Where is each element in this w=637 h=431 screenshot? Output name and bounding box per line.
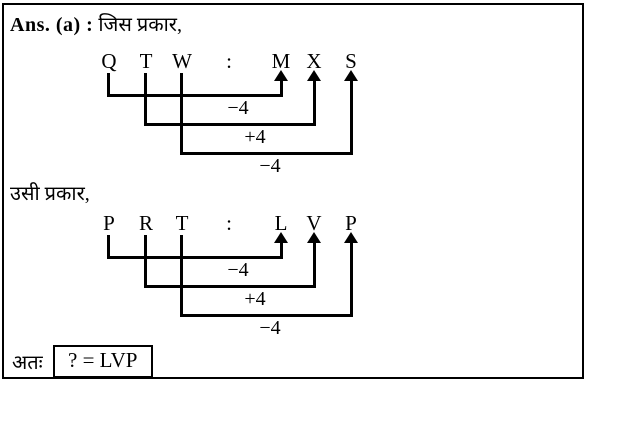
answer-header: Ans. (a) : जिस प्रकार, bbox=[10, 10, 182, 37]
connector-line bbox=[107, 235, 110, 259]
diagram-example-pair: Q T W : M X S −4 +4 −4 bbox=[4, 50, 579, 182]
right-letter-2: V bbox=[306, 211, 322, 235]
connector-line bbox=[107, 256, 283, 259]
up-arrow-icon bbox=[274, 70, 288, 81]
connector-line bbox=[107, 73, 110, 97]
therefore-label-hindi: अतः bbox=[12, 352, 43, 374]
right-letter-3: S bbox=[345, 49, 357, 73]
left-letter-2: R bbox=[138, 211, 153, 235]
diagram-question-pair: P R T : L V P −4 +4 −4 bbox=[4, 212, 579, 344]
right-letter-1: L bbox=[274, 211, 288, 235]
connector-line bbox=[180, 73, 183, 155]
left-letter-3: T bbox=[175, 211, 189, 235]
right-letter-1: M bbox=[271, 49, 291, 73]
conclusion-row: अतः ? = LVP bbox=[12, 345, 153, 378]
operation-label-3: −4 bbox=[259, 317, 281, 339]
colon-separator: : bbox=[226, 211, 232, 235]
operation-label-2: +4 bbox=[244, 288, 266, 310]
operation-label-3: −4 bbox=[259, 155, 281, 177]
up-arrow-icon bbox=[344, 232, 358, 243]
operation-label-1: −4 bbox=[227, 259, 249, 281]
arrow-shaft bbox=[350, 79, 353, 155]
colon-separator: : bbox=[226, 49, 232, 73]
connector-line bbox=[144, 235, 147, 288]
answer-result-box: ? = LVP bbox=[52, 345, 153, 378]
similarly-text-hindi: उसी प्रकार, bbox=[10, 183, 90, 205]
connector-line bbox=[180, 152, 353, 155]
answer-option-label: Ans. (a) : bbox=[10, 14, 94, 36]
connector-line bbox=[144, 73, 147, 126]
arrow-shaft bbox=[350, 241, 353, 317]
connector-line bbox=[144, 285, 316, 288]
left-letter-2: T bbox=[139, 49, 153, 73]
arrow-shaft bbox=[280, 241, 283, 259]
arrow-shaft bbox=[313, 241, 316, 288]
up-arrow-icon bbox=[344, 70, 358, 81]
arrow-shaft bbox=[280, 79, 283, 97]
left-letter-1: Q bbox=[101, 49, 117, 73]
left-letter-3: W bbox=[172, 49, 192, 73]
connector-line bbox=[144, 123, 316, 126]
right-letter-3: P bbox=[345, 211, 357, 235]
operation-label-1: −4 bbox=[227, 97, 249, 119]
arrow-shaft bbox=[313, 79, 316, 126]
right-letter-2: X bbox=[306, 49, 322, 73]
intro-text-hindi: जिस प्रकार, bbox=[98, 14, 182, 36]
connector-line bbox=[107, 94, 283, 97]
left-letter-1: P bbox=[103, 211, 115, 235]
answer-box: Ans. (a) : जिस प्रकार, Q T W : M X S bbox=[2, 3, 584, 379]
up-arrow-icon bbox=[274, 232, 288, 243]
connector-line bbox=[180, 314, 353, 317]
operation-label-2: +4 bbox=[244, 126, 266, 148]
up-arrow-icon bbox=[307, 232, 321, 243]
up-arrow-icon bbox=[307, 70, 321, 81]
connector-line bbox=[180, 235, 183, 317]
